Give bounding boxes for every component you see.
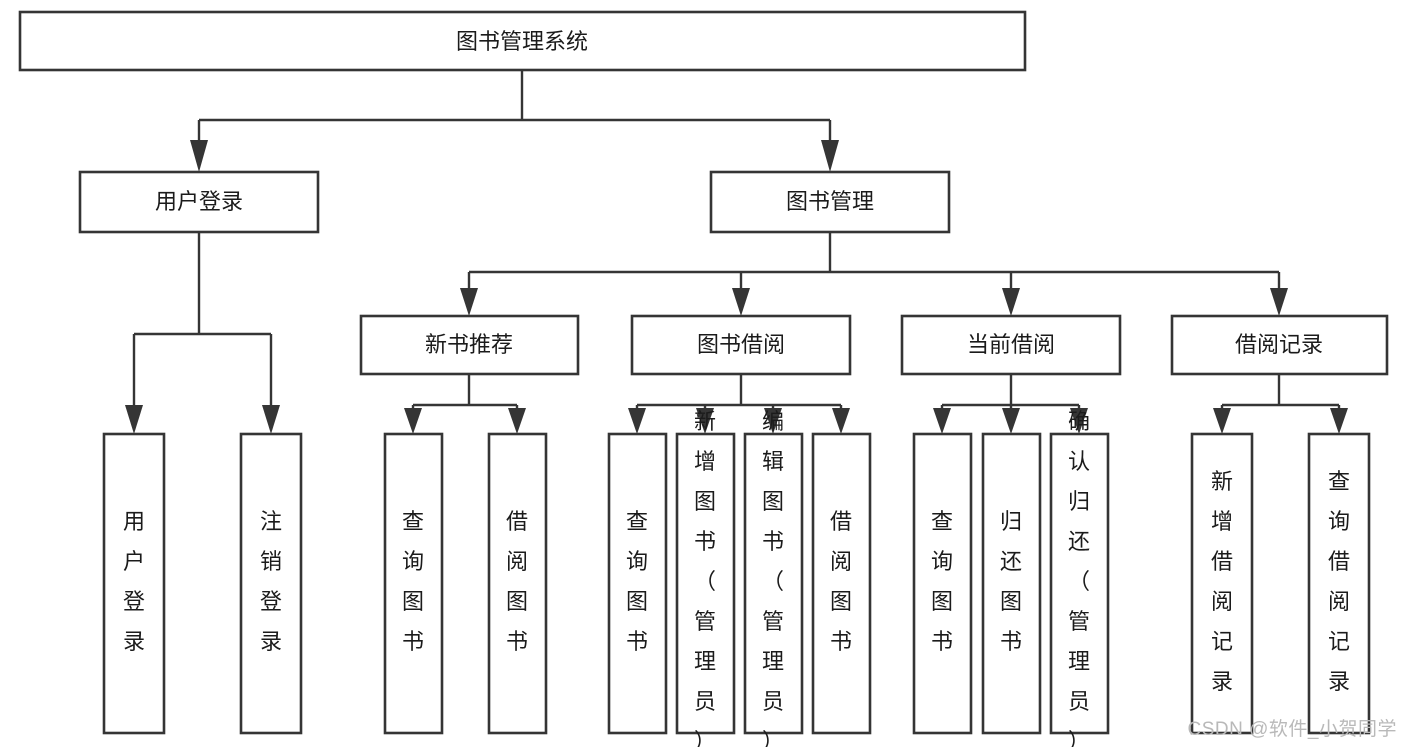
node-borrow-record[interactable]: 借阅记录 [1170,314,1389,376]
node-leaf-borrow-book-a-label: 借阅图书 [506,509,528,654]
arrow-head-book-manage [821,140,839,172]
node-leaf-query-book-a-label: 查询图书 [402,509,424,654]
node-leaf-query-book-b[interactable]: 查询图书 [607,432,668,735]
arrow-head-leaf-borrow-book-a [508,408,526,434]
node-leaf-confirm-return-box[interactable] [1049,432,1110,735]
node-leaf-add-record-label: 新增借阅记录 [1211,469,1233,694]
node-leaf-query-book-a[interactable]: 查询图书 [383,432,444,735]
csdn-watermark: CSDN @软件_小贺同学 [1187,719,1397,740]
node-root-label: 图书管理系统 [456,29,588,54]
node-leaf-user-login-label: 用户登录 [123,509,145,654]
node-user-login[interactable]: 用户登录 [78,170,320,234]
arrow-head-leaf-query-book-a [404,408,422,434]
node-book-borrow-box[interactable] [630,314,852,376]
nodes-layer: 图书管理系统 用户登录 图书管理 新书推荐 图书借阅 当前借阅 借阅记录 [18,10,1389,747]
node-leaf-query-book-c[interactable]: 查询图书 [912,432,973,735]
node-leaf-query-book-a-box[interactable] [383,432,444,735]
node-book-borrow-label: 图书借阅 [697,332,785,357]
node-leaf-confirm-return[interactable]: 确认归还（管理员） [1049,409,1110,747]
arrow-head-leaf-edit-book [764,408,782,434]
node-book-manage-box[interactable] [709,170,951,234]
node-leaf-return-book[interactable]: 归还图书 [981,432,1042,735]
node-leaf-add-book[interactable]: 新增图书（管理员） [675,409,736,747]
node-user-login-box[interactable] [78,170,320,234]
node-leaf-logout-label: 注销登录 [260,509,282,654]
node-leaf-query-book-c-label: 查询图书 [931,509,953,654]
node-book-borrow[interactable]: 图书借阅 [630,314,852,376]
arrow-head-book-borrow [732,288,750,316]
arrow-head-new-book-rec [460,288,478,316]
node-leaf-edit-book-label: 编辑图书（管理员） [762,409,784,747]
node-leaf-edit-book-box[interactable] [743,432,804,735]
node-user-login-label: 用户登录 [155,189,243,214]
node-leaf-query-book-b-box[interactable] [607,432,668,735]
node-leaf-query-book-c-box[interactable] [912,432,973,735]
node-leaf-borrow-book-b-label: 借阅图书 [830,509,852,654]
node-root-box[interactable] [18,10,1027,72]
node-leaf-edit-book[interactable]: 编辑图书（管理员） [743,409,804,747]
node-leaf-logout[interactable]: 注销登录 [239,432,303,735]
node-new-book-rec[interactable]: 新书推荐 [359,314,580,376]
node-current-borrow-label: 当前借阅 [967,332,1055,357]
node-leaf-return-book-label: 归还图书 [1000,509,1022,654]
node-leaf-logout-box[interactable] [239,432,303,735]
arrow-head-leaf-confirm-return [1070,408,1088,434]
arrow-head-leaf-borrow-book-b [832,408,850,434]
arrow-head-leaf-logout [262,405,280,434]
node-leaf-confirm-return-label: 确认归还（管理员） [1068,409,1090,747]
node-leaf-add-record[interactable]: 新增借阅记录 [1190,432,1254,735]
node-leaf-query-book-b-label: 查询图书 [626,509,648,654]
node-borrow-record-box[interactable] [1170,314,1389,376]
node-leaf-query-record-box[interactable] [1307,432,1371,735]
node-book-manage-label: 图书管理 [786,189,874,214]
node-leaf-add-record-box[interactable] [1190,432,1254,735]
node-leaf-borrow-book-a[interactable]: 借阅图书 [487,432,548,735]
node-leaf-query-record-label: 查询借阅记录 [1328,469,1350,694]
arrow-head-leaf-query-book-b [628,408,646,434]
node-borrow-record-label: 借阅记录 [1235,332,1323,357]
node-leaf-borrow-book-b[interactable]: 借阅图书 [811,432,872,735]
arrow-head-leaf-user-login [125,405,143,434]
node-root[interactable]: 图书管理系统 [18,10,1027,72]
arrow-head-leaf-return-book [1002,408,1020,434]
node-current-borrow[interactable]: 当前借阅 [900,314,1122,376]
arrow-head-leaf-query-record [1330,408,1348,434]
node-leaf-return-book-box[interactable] [981,432,1042,735]
node-new-book-rec-box[interactable] [359,314,580,376]
node-leaf-query-record[interactable]: 查询借阅记录 [1307,432,1371,735]
node-leaf-add-book-label: 新增图书（管理员） [694,409,716,747]
node-leaf-user-login-box[interactable] [102,432,166,735]
arrow-head-leaf-add-record [1213,408,1231,434]
arrow-head-leaf-query-book-c [933,408,951,434]
arrow-head-current-borrow [1002,288,1020,316]
arrow-head-user-login [190,140,208,172]
node-new-book-rec-label: 新书推荐 [425,332,513,357]
node-leaf-add-book-box[interactable] [675,432,736,735]
node-leaf-borrow-book-b-box[interactable] [811,432,872,735]
arrow-head-borrow-record [1270,288,1288,316]
node-current-borrow-box[interactable] [900,314,1122,376]
node-leaf-borrow-book-a-box[interactable] [487,432,548,735]
arrow-head-leaf-add-book [696,408,714,434]
edges-layer [125,70,1348,434]
node-book-manage[interactable]: 图书管理 [709,170,951,234]
node-leaf-user-login[interactable]: 用户登录 [102,432,166,735]
